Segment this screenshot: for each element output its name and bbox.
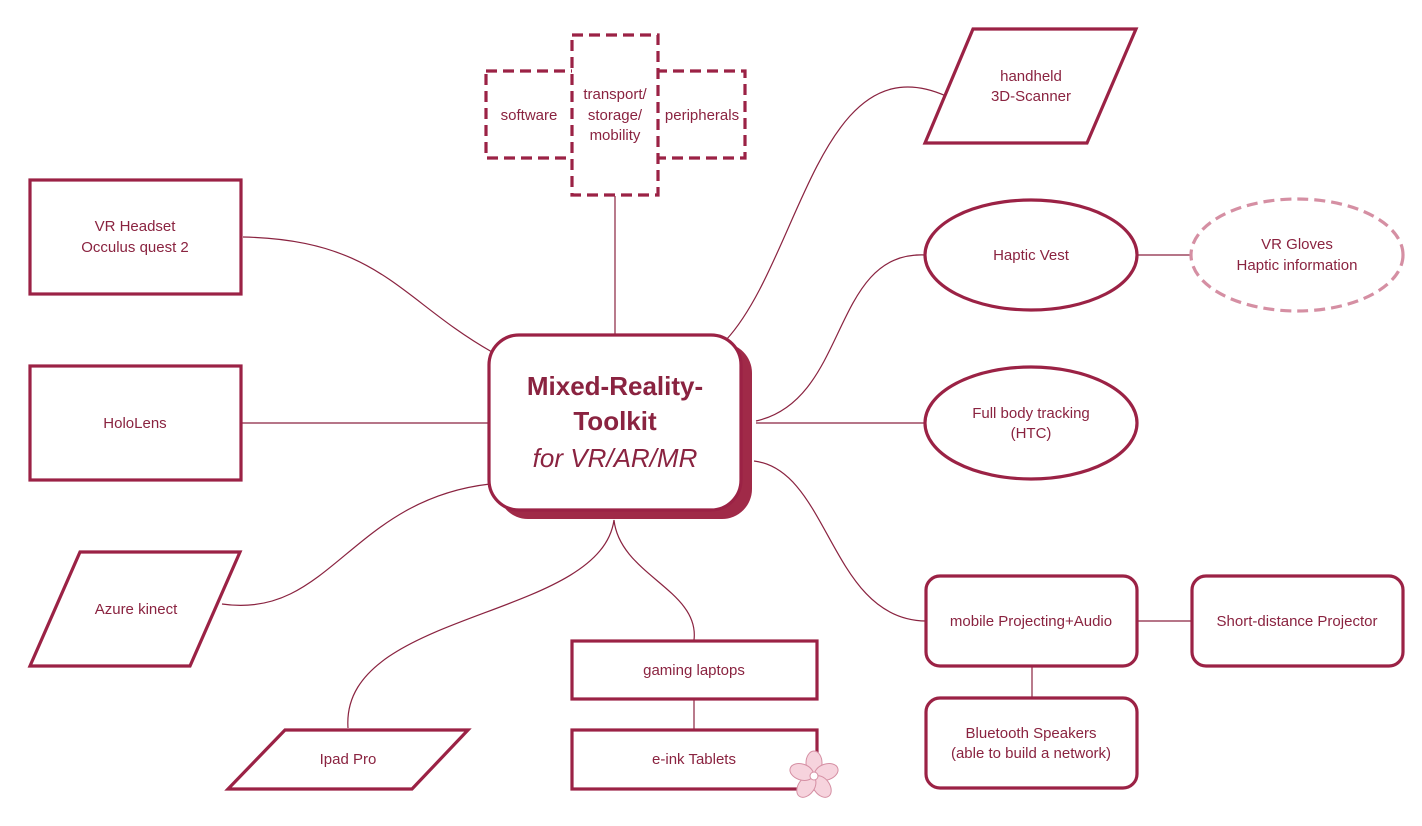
node-azure-kinect: Azure kinect: [27, 550, 243, 668]
node-short-projector: Short-distance Projector: [1190, 574, 1405, 668]
node-eink-tablets: e-ink Tablets: [570, 728, 819, 791]
full-body-label-1: Full body tracking: [972, 405, 1090, 422]
mobile-proj-label: mobile Projecting+Audio: [950, 613, 1112, 630]
node-full-body-tracking: Full body tracking (HTC): [923, 365, 1139, 481]
connector-vr-headset: [242, 236, 493, 353]
cherry-blossom-icon: [789, 750, 839, 798]
peripherals-label: peripherals: [665, 107, 739, 124]
node-3d-scanner: handheld 3D-Scanner: [922, 27, 1139, 145]
ipad-label: Ipad Pro: [320, 751, 377, 768]
speakers-label-1: Bluetooth Speakers: [966, 725, 1097, 742]
full-body-label-2: (HTC): [1011, 425, 1052, 442]
vr-headset-label-1: VR Headset: [95, 218, 177, 235]
connector-scanner: [725, 86, 947, 341]
connector-haptic-vest: [755, 254, 927, 422]
transport-label-2: storage/: [588, 107, 643, 124]
node-bluetooth-speakers: Bluetooth Speakers (able to build a netw…: [924, 696, 1139, 790]
vr-gloves-label-2: Haptic information: [1237, 257, 1358, 274]
node-transport: transport/ storage/ mobility: [570, 33, 660, 197]
speakers-label-2: (able to build a network): [951, 745, 1111, 762]
node-vr-gloves: VR Gloves Haptic information: [1189, 197, 1405, 313]
hololens-label: HoloLens: [103, 415, 166, 432]
center-title-line2: Toolkit: [573, 406, 657, 436]
connector-mobile-proj: [753, 460, 927, 622]
connector-ipad: [347, 519, 615, 729]
scanner-label-2: 3D-Scanner: [991, 88, 1071, 105]
connector-gaming: [613, 519, 695, 641]
node-vr-headset: VR Headset Occulus quest 2: [28, 178, 243, 296]
node-ipad-pro: Ipad Pro: [224, 728, 472, 791]
transport-label-3: mobility: [590, 127, 641, 144]
connectors: [221, 86, 1192, 730]
vr-gloves-label-1: VR Gloves: [1261, 236, 1333, 253]
transport-label-1: transport/: [583, 86, 647, 103]
connector-azure: [221, 483, 491, 607]
node-gaming-laptops: gaming laptops: [570, 639, 819, 701]
gaming-laptops-label: gaming laptops: [643, 662, 745, 679]
eink-label: e-ink Tablets: [652, 751, 736, 768]
center-subtitle: for VR/AR/MR: [533, 443, 698, 473]
short-proj-label: Short-distance Projector: [1217, 613, 1378, 630]
haptic-vest-label: Haptic Vest: [993, 247, 1070, 264]
vr-headset-label-2: Occulus quest 2: [81, 239, 189, 256]
node-peripherals: peripherals: [654, 69, 747, 160]
node-haptic-vest: Haptic Vest: [923, 198, 1139, 312]
azure-label: Azure kinect: [95, 601, 178, 618]
node-mobile-projecting: mobile Projecting+Audio: [924, 574, 1139, 668]
scanner-label-1: handheld: [1000, 68, 1062, 85]
center-node: Mixed-Reality- Toolkit for VR/AR/MR: [487, 333, 752, 519]
center-title-line1: Mixed-Reality-: [527, 371, 703, 401]
node-software: software: [484, 69, 578, 160]
software-label: software: [501, 107, 558, 124]
node-hololens: HoloLens: [28, 364, 243, 482]
